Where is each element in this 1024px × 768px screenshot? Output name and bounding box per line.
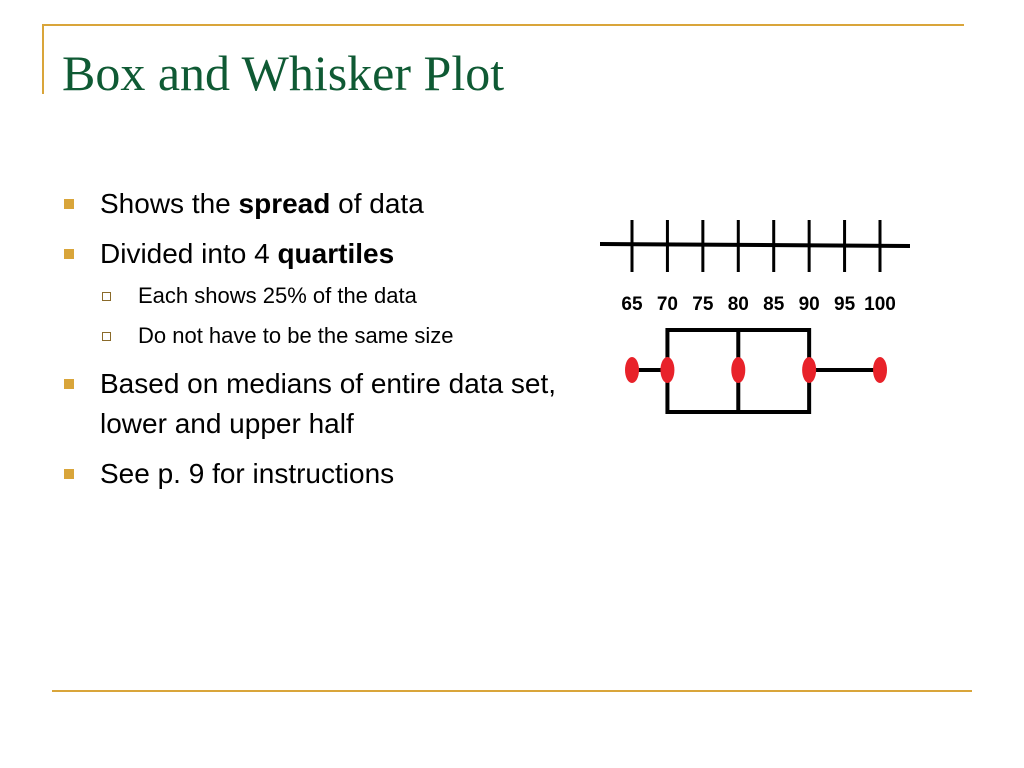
sub-bullet-text: Do not have to be the same size (138, 323, 454, 348)
bullet-list: Shows the spread of data Divided into 4 … (62, 184, 582, 504)
frame-bottom-rule (52, 690, 972, 692)
box-plot-figure: 65 70 75 80 85 90 95 100 (590, 200, 920, 430)
bullet-text: Based on medians of entire data set, low… (100, 368, 557, 439)
sub-bullet-each-25: Each shows 25% of the data (62, 280, 582, 312)
tick-label: 65 (621, 294, 643, 315)
bullet-instructions: See p. 9 for instructions (62, 454, 582, 494)
number-line (599, 242, 911, 248)
box-plot-svg: 65 70 75 80 85 90 95 100 (599, 220, 911, 414)
sub-bullet-text: Each shows 25% of the data (138, 283, 417, 308)
bullet-text: Shows the (100, 188, 239, 219)
square-bullet-icon (64, 249, 74, 259)
tick-label: 95 (834, 294, 856, 315)
tick-label: 90 (799, 294, 820, 315)
tick-label: 80 (728, 294, 749, 315)
bullet-bold-text: spread (238, 188, 331, 219)
slide-title: Box and Whisker Plot (62, 45, 505, 101)
square-bullet-icon (64, 199, 74, 209)
square-bullet-icon (64, 469, 74, 479)
bullet-text: Divided into 4 (100, 238, 278, 269)
bullet-text: of data (330, 188, 424, 219)
bullet-spread: Shows the spread of data (62, 184, 582, 224)
tick-label: 100 (864, 294, 896, 315)
median-point (731, 357, 746, 383)
q3-point (802, 357, 817, 383)
bullet-text: See p. 9 for instructions (100, 458, 395, 489)
sub-bullet-not-same-size: Do not have to be the same size (62, 320, 582, 352)
hollow-square-bullet-icon (102, 292, 111, 301)
tick-label: 85 (763, 294, 785, 315)
frame-top-rule (42, 24, 964, 26)
max-point (873, 357, 887, 383)
tick-label: 75 (692, 294, 714, 315)
frame-left-rule (42, 24, 44, 94)
bullet-quartiles: Divided into 4 quartiles (62, 234, 582, 274)
q1-point (660, 357, 675, 383)
hollow-square-bullet-icon (102, 332, 111, 341)
square-bullet-icon (64, 379, 74, 389)
bullet-medians: Based on medians of entire data set, low… (62, 364, 582, 444)
min-point (625, 357, 639, 383)
bullet-bold-text: quartiles (277, 238, 395, 269)
tick-label: 70 (657, 294, 678, 315)
